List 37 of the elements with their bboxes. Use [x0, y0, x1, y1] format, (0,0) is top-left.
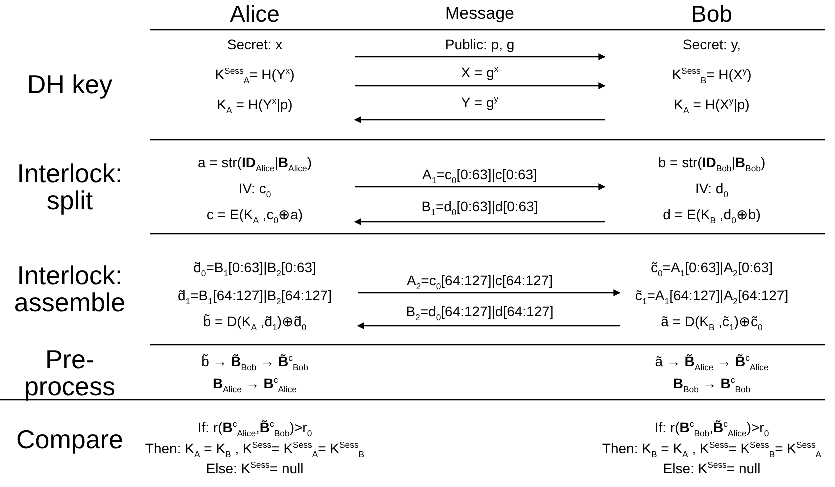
- row-heading: Pre-process: [23, 346, 117, 402]
- row-heading: DH key: [27, 71, 113, 99]
- formula-text: c = E(K$_{A}$ ,c$_{0}$⊕a): [206, 208, 304, 222]
- formula-text: d̃$_{1}$=B$_{1}$[64:127]|B$_{2}$[64:127]: [178, 288, 332, 304]
- formula-text: c̃$_{1}$=A$_{1}$[64:127]|A$_{2}$[64:127]: [635, 288, 789, 304]
- formula-text: IV: c$_{0}$: [238, 182, 272, 196]
- formula-text: ã = D(K$_{B}$ ,c̃$_{1}$)⊕c̃$_{0}$: [661, 314, 763, 330]
- formula-text: K$_{A}$ = H(X$^{y}$|p): [674, 98, 750, 112]
- row-heading: Interlock: split: [16, 160, 124, 216]
- formula-text: Secret: y,: [682, 38, 742, 52]
- message-label: B$_{1}$=d$_{0}$[0:63]|d[0:63]: [422, 200, 538, 214]
- column-heading: Bob: [692, 2, 732, 26]
- formula-text: b̃ = D(K$_{A}$ ,d̃$_{1}$)⊕d̃$_{0}$: [203, 314, 307, 330]
- message-label: Public: p, g: [445, 38, 515, 52]
- message-label: B$_{2}$=d$_{0}$[64:127]|d[64:127]: [406, 304, 554, 320]
- message-label: X = g$^{x}$: [461, 66, 499, 80]
- formula-text: K$^{Sess}$$_{B}$= H(X$^{y}$): [672, 68, 752, 82]
- formula-text: d̃$_{0}$=B$_{1}$[0:63]|B$_{2}$[0:63]: [194, 260, 316, 276]
- formula-text: b = str(ID$_{Bob}$|B$_{Bob}$): [658, 156, 766, 170]
- formula-text: d = E(K$_{B}$ ,d$_{0}$⊕b): [663, 208, 761, 222]
- message-label: A$_{2}$=c$_{0}$[64:127]|c[64:127]: [406, 274, 554, 288]
- formula-text: a = str(ID$_{Alice}$|B$_{Alice}$): [198, 156, 312, 170]
- formula-text: Else: K$^{Sess}$= null: [206, 462, 304, 476]
- formula-text: K$^{Sess}$$_{A}$= H(Y$^{x}$): [215, 68, 295, 82]
- column-heading: Alice: [230, 2, 280, 26]
- message-label: A$_{1}$=c$_{0}$[0:63]|c[0:63]: [422, 168, 538, 182]
- row-heading: Interlock: assemble: [13, 262, 127, 318]
- formula-text: Secret: x: [227, 38, 283, 52]
- formula-text: K$_{A}$ = H(Y$^{x}$|p): [217, 98, 293, 112]
- formula-text: Else: K$^{Sess}$= null: [663, 462, 761, 476]
- formula-text: c̃$_{0}$=A$_{1}$[0:63]|A$_{2}$[0:63]: [650, 260, 774, 276]
- row-heading: Compare: [16, 426, 124, 454]
- column-heading: Message: [446, 5, 514, 23]
- formula-text: IV: d$_{0}$: [695, 182, 729, 196]
- formula-text: If: r(B$^{c}$$_{Alice}$,B̃$^{c}$$_{Bob}$)>r$_{0}$: [198, 420, 312, 436]
- formula-text: If: r(B$^{c}$$_{Bob}$,B̃$^{c}$$_{Alice}$)>r$_{0}$: [654, 420, 770, 436]
- message-label: Y = g$^{y}$: [461, 96, 499, 110]
